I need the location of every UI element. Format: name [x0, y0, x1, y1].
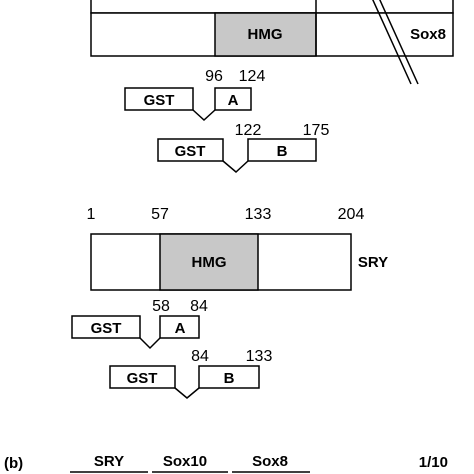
sry-fragment-b-start: 84: [191, 348, 209, 365]
sry-pos-hmg-end: 133: [245, 206, 272, 223]
sry-pos-start: 1: [87, 206, 96, 223]
sox8-fragment-b: 122 175 GST B: [157, 122, 330, 173]
sry-fragment-b-gst-label: GST: [127, 370, 158, 387]
sox8-fragment-a-end: 124: [239, 68, 266, 85]
panel-b-column-sox8: Sox8: [252, 453, 288, 470]
sox8-fragment-b-gst-label: GST: [175, 143, 206, 160]
sox8-fragment-a: 96 124 GST A: [124, 68, 266, 122]
sry-fragment-a-box: [159, 315, 200, 339]
sox8-fragment-b-gst-box: [157, 138, 224, 162]
sox8-hmg-label: HMG: [248, 26, 283, 43]
sry-fragment-a-gst-label: GST: [91, 320, 122, 337]
sry-fragment-b-end: 133: [246, 348, 273, 365]
sry-hmg-label: HMG: [192, 254, 227, 271]
sry-fragment-b-label: B: [224, 370, 235, 387]
sox8-fragment-a-box: [214, 87, 252, 111]
sox8-fragment-b-box: [247, 138, 317, 162]
sry-hmg-domain: [159, 233, 259, 291]
sox8-break-mark: [372, 0, 419, 85]
sox8-fragment-a-gst-box: [124, 87, 194, 111]
sry-fragment-b-gst-box: [109, 365, 176, 389]
sry-fragment-a-label: A: [175, 320, 186, 337]
sry-fragment-a-start: 58: [152, 298, 170, 315]
sry-fragment-a: 58 84 GST A: [71, 298, 208, 350]
panel-b-column-sox10: Sox10: [163, 453, 207, 470]
panel-b-header: (b) SRY Sox10 Sox8 1/10: [4, 453, 448, 473]
sox8-protein-label: Sox8: [410, 26, 446, 43]
sry-pos-hmg-start: 57: [151, 206, 169, 223]
sox8-fragment-a-gst-label: GST: [144, 92, 175, 109]
sry-fragment-a-end: 84: [190, 298, 208, 315]
panel-b-label: (b): [4, 455, 23, 472]
sox8-fragment-b-start: 122: [235, 122, 262, 139]
panel-b-column-sry: SRY: [94, 453, 124, 470]
sox8-fragment-a-label: A: [228, 92, 239, 109]
sry-protein-label: SRY: [358, 254, 388, 271]
sox8-fragment-b-label: B: [277, 143, 288, 160]
sry-fragment-b: 84 133 GST B: [109, 348, 273, 399]
sry-fragment-b-box: [198, 365, 260, 389]
sox8-fragment-b-end: 175: [303, 122, 330, 139]
sox8-protein-bar: HMG Sox8: [90, 0, 454, 57]
sox8-fragment-a-start: 96: [205, 68, 223, 85]
sry-protein-bar: 1 57 133 204 HMG SRY: [87, 206, 388, 291]
sox8-hmg-domain: [214, 12, 317, 57]
panel-b-ratio: 1/10: [419, 454, 448, 471]
sry-fragment-a-gst-box: [71, 315, 141, 339]
sry-pos-end: 204: [338, 206, 365, 223]
